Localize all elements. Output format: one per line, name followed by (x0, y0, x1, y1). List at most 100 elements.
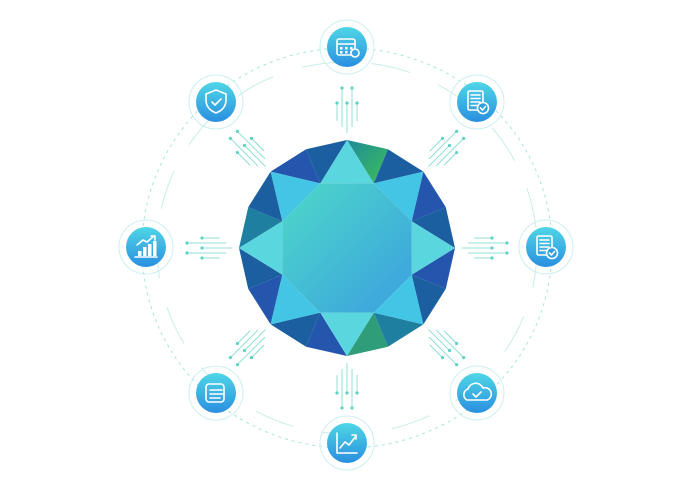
central-gem (239, 140, 455, 356)
gem-facet-light (373, 171, 424, 222)
gem-facet-dark (270, 312, 321, 347)
feature-nodes (118, 19, 574, 471)
gem-facet-dark (411, 248, 455, 289)
gem-facet-dark (248, 274, 283, 325)
circuit-node (242, 348, 247, 353)
circuit-node (355, 101, 359, 105)
gem-facet-dark (373, 312, 424, 347)
feature-node[interactable] (518, 219, 574, 275)
circuit-node (455, 150, 459, 155)
circuit-trace (237, 336, 266, 366)
circuit-trace (427, 328, 450, 351)
circuit-node (345, 101, 349, 105)
trend-chart-icon (336, 432, 358, 454)
gem-facet-dark (239, 248, 283, 289)
shield-check-icon (205, 89, 227, 114)
circuit-trace (251, 344, 265, 358)
node-halo (188, 365, 244, 421)
circuit-node (447, 348, 452, 353)
circuit-node (355, 391, 359, 395)
bar-chart-growth-icon (134, 235, 158, 258)
circuit-node (462, 356, 466, 360)
feature-node[interactable] (449, 74, 505, 130)
circuit-node (455, 341, 459, 346)
gem-facet-light (270, 171, 321, 222)
node-halo (319, 19, 375, 75)
feature-node[interactable] (449, 365, 505, 421)
circuit-trace (435, 138, 465, 167)
circuit-node (228, 136, 232, 140)
node-halo (188, 74, 244, 130)
cloud-check-icon (463, 382, 493, 401)
circuit-trace (244, 145, 267, 168)
gem-facet-dark (248, 171, 283, 222)
circuit-node (490, 236, 494, 240)
circuit-trace (237, 330, 251, 344)
circuit-node (249, 136, 254, 140)
circuit-node (340, 406, 344, 410)
node-halo (319, 415, 375, 471)
circuit-node (455, 363, 459, 367)
circuit-trace (429, 138, 443, 152)
gem-facet-dark (347, 140, 388, 184)
circuit-node (228, 356, 232, 360)
circuit-node (440, 356, 445, 360)
circuit-node (462, 136, 466, 140)
feature-node[interactable] (319, 415, 375, 471)
node-halo (449, 365, 505, 421)
circuit-node (440, 136, 445, 140)
circuit-node (185, 251, 189, 255)
circuit-node (335, 101, 339, 105)
circuit-node (340, 86, 344, 90)
feature-node[interactable] (118, 219, 174, 275)
circuit-node (249, 356, 254, 360)
circuit-node (505, 241, 509, 245)
document-check-icon (467, 90, 490, 115)
circuit-trace (237, 130, 266, 160)
node-halo (118, 219, 174, 275)
circuit-node (200, 246, 204, 250)
circuit-trace (443, 152, 457, 166)
gem-facet-dark (411, 207, 455, 248)
circuit-trace (428, 130, 457, 160)
circuit-node (350, 406, 354, 410)
circuit-node (235, 150, 239, 155)
circuit-trace (229, 329, 259, 358)
circuit-node (235, 129, 239, 133)
gem-facet-light (270, 274, 321, 325)
gem-facet-dark (270, 149, 321, 184)
circuit-node (505, 251, 509, 255)
gem-facet-light (239, 221, 283, 275)
gem-facet-dark (306, 312, 347, 356)
circuit-trace (443, 330, 457, 344)
circuit-trace (435, 329, 465, 358)
circuit-trace (237, 152, 251, 166)
circuit-node (335, 391, 339, 395)
feature-node[interactable] (188, 365, 244, 421)
circuit-node (200, 236, 204, 240)
circuit-node (235, 341, 239, 346)
circuit-trace (427, 145, 450, 168)
gem-facet-dark (411, 171, 446, 222)
server-stack-icon (205, 383, 225, 403)
feature-node[interactable] (188, 74, 244, 130)
gem-facet-light (320, 312, 374, 356)
gem-facet-light (320, 140, 374, 184)
circuit-trace (428, 336, 457, 366)
circuit-node (235, 363, 239, 367)
circuit-trace (244, 328, 267, 351)
report-check-icon (536, 235, 559, 260)
circuit-node (490, 246, 494, 250)
circuit-trace (429, 344, 443, 358)
gem-facet-dark (306, 140, 347, 184)
node-badge (196, 82, 236, 122)
node-badge (196, 373, 236, 413)
feature-node[interactable] (319, 19, 375, 75)
gem-facet-dark (411, 274, 446, 325)
circuit-node (455, 129, 459, 133)
calendar-gear-icon (336, 38, 360, 58)
gem-facet-light (411, 221, 455, 275)
circuit-node (242, 143, 247, 148)
circuit-node (200, 256, 204, 260)
